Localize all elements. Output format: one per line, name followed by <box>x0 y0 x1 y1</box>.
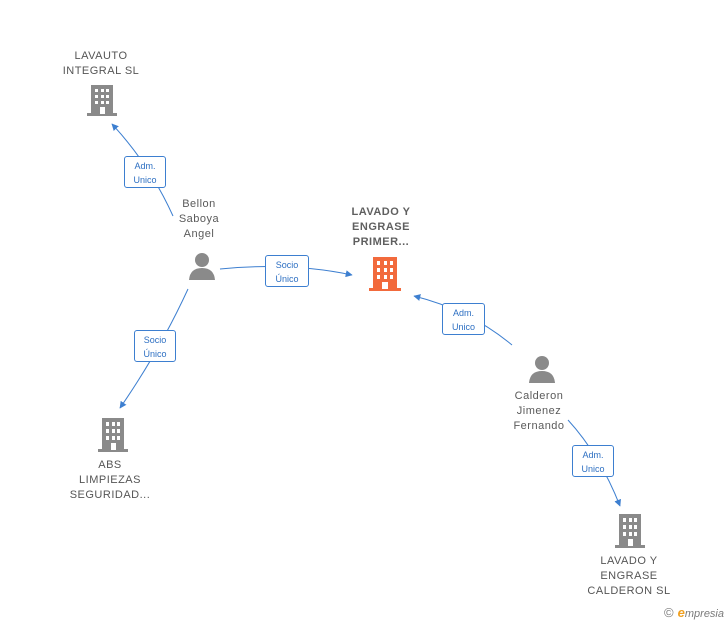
node-label-lavado-calderon[interactable]: LAVADO Y ENGRASE CALDERON SL <box>587 555 671 597</box>
node-label-abs[interactable]: ABS LIMPIEZAS SEGURIDAD... <box>69 459 151 501</box>
node-label-lavauto[interactable]: LAVAUTO INTEGRAL SL <box>62 50 140 77</box>
edge-label-adm-unico: Adm. Unico <box>572 445 614 477</box>
building-icon-focus[interactable] <box>369 257 401 291</box>
edge-label-adm-unico: Adm. Unico <box>442 303 485 335</box>
node-label-focus-company[interactable]: LAVADO Y ENGRASE PRIMER... <box>351 206 411 248</box>
copyright-icon: © <box>664 605 674 620</box>
person-icon[interactable] <box>529 356 555 383</box>
edge-label-socio-unico: Socio Único <box>265 255 309 287</box>
empresia-logo: ©empresia <box>664 605 724 620</box>
node-label-calderon[interactable]: Calderon Jimenez Fernando <box>513 390 565 432</box>
building-icon[interactable] <box>98 418 128 452</box>
edge-label-adm-unico: Adm. Unico <box>124 156 166 188</box>
building-icon[interactable] <box>615 514 645 548</box>
node-label-bellon[interactable]: Bellon Saboya Angel <box>178 198 220 240</box>
person-icon[interactable] <box>189 253 215 280</box>
edge-label-socio-unico: Socio Único <box>134 330 176 362</box>
building-icon[interactable] <box>87 85 117 116</box>
